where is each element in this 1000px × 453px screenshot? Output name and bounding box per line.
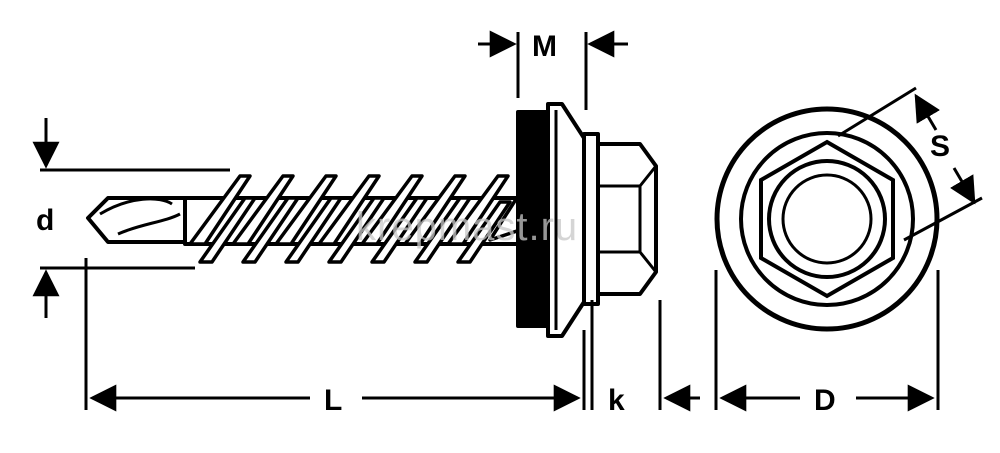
washer-outer-circle <box>714 106 940 332</box>
label-M: M <box>532 30 557 63</box>
label-L: L <box>324 384 342 417</box>
washer-inner-circle <box>739 131 915 307</box>
S-extension-top <box>837 86 917 138</box>
hex-head-facet-bottom <box>598 250 658 273</box>
screw-side-view <box>86 102 658 338</box>
hex-head-outline <box>759 139 895 299</box>
label-d: d <box>36 204 54 237</box>
hex-head-facet-top <box>598 165 658 252</box>
dimension-labels: d M S L k D <box>36 30 950 417</box>
S-extension-bottom <box>903 196 983 242</box>
label-S: S <box>930 130 950 163</box>
head-flange <box>582 132 600 306</box>
drill-tip-flute <box>99 197 181 236</box>
hex-head <box>596 142 658 296</box>
screw-end-view <box>714 106 940 332</box>
label-k: k <box>608 384 625 417</box>
hex-inner-circle <box>767 159 887 279</box>
watermark: krepmast.ru <box>356 205 578 249</box>
hex-center-circle <box>781 173 873 265</box>
S-arrow-top <box>914 93 940 131</box>
label-D: D <box>814 384 836 417</box>
S-arrow-bottom <box>950 167 976 205</box>
dimension-lines <box>32 30 983 412</box>
